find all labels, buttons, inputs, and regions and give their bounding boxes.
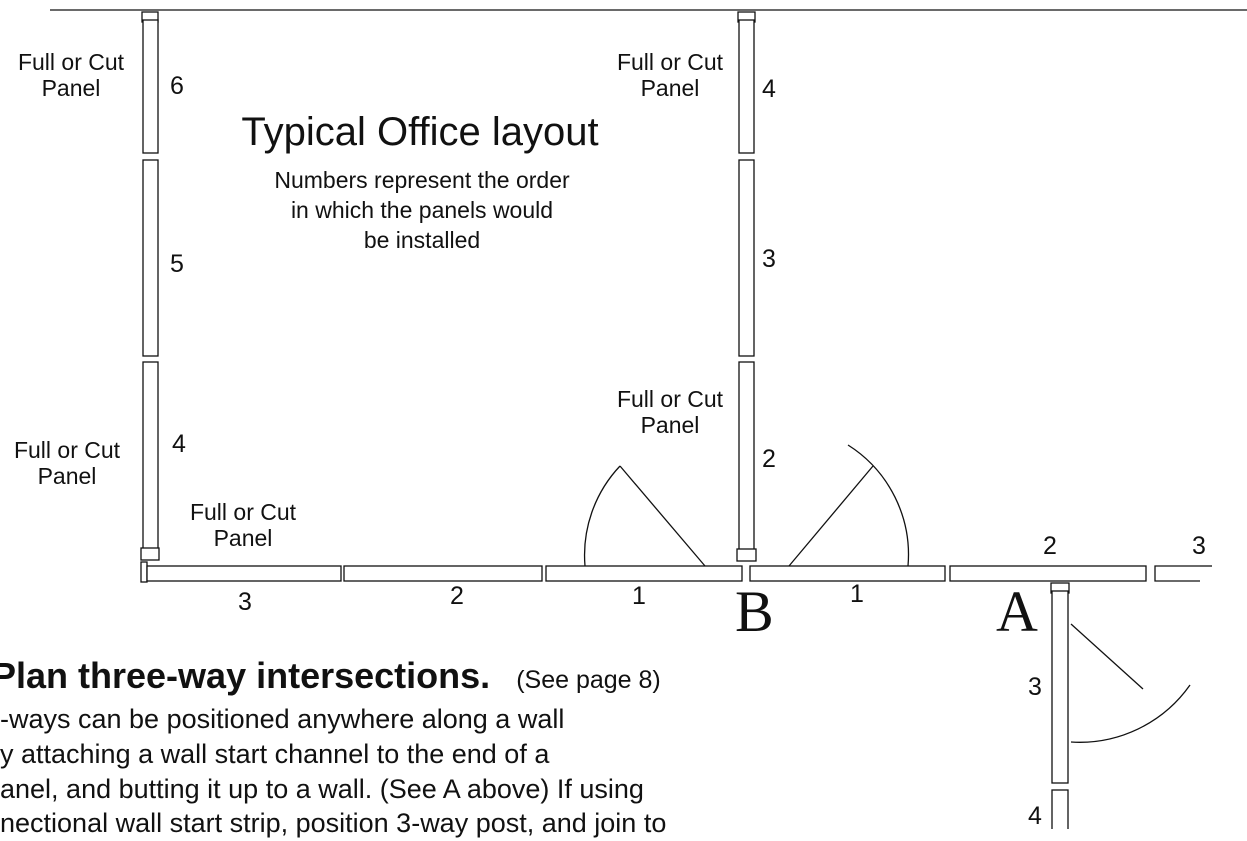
branch-panel-4: [1051, 789, 1069, 829]
panel-number-bottom-left-1: 3: [238, 588, 252, 616]
bottom-panel-1-right: [749, 565, 946, 582]
panel-label-bottom-left: Full or Cut Panel: [178, 499, 308, 552]
left-wall-bottom-cap: [140, 547, 160, 561]
mid-wall-panel-4: [738, 19, 755, 154]
panel-number-mid-wall-top: 4: [762, 75, 776, 103]
body-line: -ways can be positioned anywhere along a…: [0, 704, 565, 734]
diagram-subtitle: Numbers represent the order in which the…: [222, 166, 622, 256]
panel-label-line1: Full or Cut: [17, 49, 125, 75]
panel-label-line2: Panel: [41, 74, 101, 101]
panel-number-bottom-right-1: 1: [850, 580, 864, 608]
panel-number-branch-1: 3: [1028, 673, 1042, 701]
corner-post: [140, 561, 148, 583]
door-branch-leaf: [1070, 623, 1144, 690]
subtitle-line: be installed: [363, 226, 481, 253]
left-wall-panel-6: [142, 19, 159, 154]
bottom-panel-3-right: [1154, 565, 1200, 582]
panel-label-line2: Panel: [213, 524, 273, 551]
subtitle-line: Numbers represent the order: [274, 167, 570, 193]
panel-label-line2: Panel: [640, 411, 700, 438]
bottom-panel-3: [146, 565, 342, 582]
panel-number-mid-wall-bottom: 2: [762, 445, 776, 473]
panel-label-line1: Full or Cut: [189, 499, 297, 525]
panel-label-line1: Full or Cut: [616, 49, 724, 75]
panel-label-left-top: Full or Cut Panel: [6, 49, 136, 102]
panel-label-line1: Full or Cut: [13, 437, 121, 463]
bottom-panel-2-right: [949, 565, 1147, 582]
marker-b: B: [735, 579, 774, 644]
panel-label-mid-door: Full or Cut Panel: [605, 386, 735, 439]
panel-number-bottom-right-3: 3: [1192, 532, 1206, 560]
body-paragraph: -ways can be positioned anywhere along a…: [0, 702, 666, 841]
panel-label-line2: Panel: [37, 462, 97, 489]
panel-number-bottom-left-3: 1: [632, 582, 646, 610]
subtitle-line: in which the panels would: [290, 196, 554, 223]
body-line: anel, and butting it up to a wall. (See …: [0, 773, 644, 804]
panel-label-mid-top: Full or Cut Panel: [605, 49, 735, 102]
panel-number-branch-2: 4: [1028, 802, 1042, 830]
door-right-swing-arc: [847, 444, 910, 567]
door-branch-swing-arc: [1070, 684, 1191, 743]
panel-label-line2: Panel: [640, 74, 700, 101]
page-reference: (See page 8): [516, 666, 661, 694]
panel-number-left-wall-top: 6: [170, 72, 184, 100]
branch-panel-3: [1051, 590, 1069, 784]
panel-label-line1: Full or Cut: [616, 386, 724, 412]
body-line: nectional wall start strip, position 3-w…: [0, 808, 667, 839]
diagram-title: Typical Office layout: [241, 110, 599, 154]
panel-number-bottom-right-2: 2: [1043, 532, 1057, 560]
door-right-leaf: [788, 465, 874, 567]
mid-wall-panel-2: [738, 361, 755, 551]
mid-wall-panel-3: [738, 159, 755, 357]
panel-number-left-wall-mid: 5: [170, 250, 184, 278]
panel-number-bottom-left-2: 2: [450, 582, 464, 610]
bottom-panel-2: [343, 565, 543, 582]
left-wall-panel-5: [142, 159, 159, 357]
heading-text: Plan three-way intersections.: [0, 655, 491, 696]
body-line: y attaching a wall start channel to the …: [0, 738, 550, 769]
marker-a: A: [996, 579, 1038, 644]
bottom-panel-1-left: [545, 565, 743, 582]
panel-label-left-bottom: Full or Cut Panel: [0, 437, 134, 490]
left-wall-panel-4: [142, 361, 159, 551]
panel-number-mid-wall-mid: 3: [762, 245, 776, 273]
door-left-swing-arc: [583, 465, 621, 567]
panel-number-left-wall-bottom: 4: [172, 430, 186, 458]
section-heading: Plan three-way intersections. (See page …: [0, 658, 661, 694]
mid-wall-bottom-cap: [736, 548, 757, 562]
door-left-leaf: [619, 465, 706, 567]
